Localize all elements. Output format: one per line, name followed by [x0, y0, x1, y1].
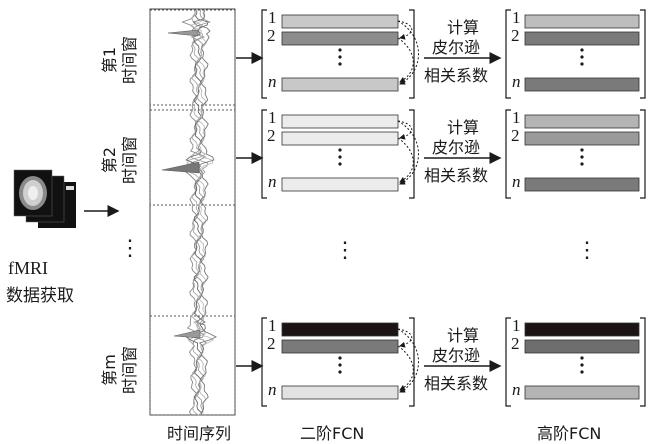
second-order-row-label-1: 1	[268, 108, 277, 127]
timeseries-panel	[149, 8, 236, 416]
pearson-label-mb: 皮尔逊	[432, 346, 481, 365]
pearson-label-1a: 计算	[447, 18, 480, 37]
second-order-bracket-right-w2	[409, 109, 415, 199]
second-order-ellipsis-wm	[338, 356, 342, 374]
high-order-row-label-n: n	[512, 72, 521, 91]
signal-line	[188, 9, 212, 416]
pearson-label-mc: 相关系数	[424, 374, 489, 393]
data-acquisition-label: 数据获取	[6, 286, 74, 306]
second-order-row-label-1: 1	[268, 316, 277, 335]
high-order-row-label-1: 1	[512, 8, 521, 27]
high-order-bracket-left-w1	[505, 9, 511, 99]
second-order-bracket-left-wm	[261, 317, 267, 407]
high-order-row-wm-3	[524, 385, 640, 400]
high-order-bracket-right-wm	[640, 317, 646, 407]
second-order-row-label-n: n	[268, 172, 277, 191]
second-order-row-w2-1	[281, 114, 399, 129]
high-order-row-w1-1	[524, 14, 640, 29]
second-order-row-wm-1	[281, 322, 399, 337]
second-order-bracket-right-w1	[409, 9, 415, 99]
high-order-row-label-2: 2	[511, 126, 520, 145]
fmri-label: fMRI	[8, 258, 48, 278]
high-order-row-w2-3	[524, 177, 640, 192]
signal-spike	[173, 329, 201, 339]
second-order-row-label-n: n	[268, 72, 277, 91]
pearson-label-2c: 相关系数	[424, 166, 489, 185]
high-order-caption: 高阶FCN	[537, 424, 602, 443]
second-order-row-w1-1	[281, 14, 399, 29]
second-order-row-wm-2	[281, 339, 399, 354]
second-order-bracket-left-w1	[261, 9, 267, 99]
ellipsis-high-order: ⋮	[576, 238, 598, 263]
ellipsis-second-order: ⋮	[334, 238, 356, 263]
pearson-label-2b: 皮尔逊	[432, 138, 481, 157]
pearson-label-1c: 相关系数	[424, 66, 489, 85]
second-order-caption: 二阶FCN	[300, 424, 365, 443]
high-order-bracket-left-wm	[505, 317, 511, 407]
high-order-ellipsis-w2	[580, 148, 584, 166]
high-order-row-label-n: n	[512, 172, 521, 191]
second-order-bracket-left-w2	[261, 109, 267, 199]
pearson-label-2a: 计算	[447, 118, 480, 137]
high-order-row-w1-2	[524, 31, 640, 46]
high-order-row-wm-2	[524, 339, 640, 354]
high-order-row-wm-1	[524, 322, 640, 337]
high-order-ellipsis-w1	[580, 48, 584, 66]
pearson-label-1b: 皮尔逊	[432, 38, 481, 57]
second-order-row-label-2: 2	[267, 334, 276, 353]
second-order-row-w2-3	[281, 177, 399, 192]
signal-spike	[161, 161, 200, 174]
high-order-bracket-right-w1	[640, 9, 646, 99]
second-order-row-w2-2	[281, 131, 399, 146]
second-order-bracket-right-wm	[409, 317, 415, 407]
signal-spike	[167, 29, 199, 37]
second-order-ellipsis-w2	[338, 148, 342, 166]
high-order-row-w1-3	[524, 77, 640, 92]
second-order-row-wm-3	[281, 385, 399, 400]
high-order-row-label-n: n	[512, 380, 521, 399]
high-order-row-label-2: 2	[511, 26, 520, 45]
second-order-row-label-2: 2	[267, 26, 276, 45]
second-order-row-w1-2	[281, 31, 399, 46]
high-order-bracket-right-w2	[640, 109, 646, 199]
high-order-row-w2-2	[524, 131, 640, 146]
second-order-row-label-n: n	[268, 380, 277, 399]
second-order-row-w1-3	[281, 77, 399, 92]
high-order-row-w2-1	[524, 114, 640, 129]
high-order-row-label-1: 1	[512, 316, 521, 335]
timeseries-caption: 时间序列	[167, 424, 232, 443]
fmri-brain-icon	[13, 169, 76, 228]
second-order-row-label-1: 1	[268, 8, 277, 27]
correlation-arcs-w1	[397, 20, 419, 85]
high-order-bracket-left-w2	[505, 109, 511, 199]
ellipsis-windows: ⋮	[119, 236, 141, 261]
correlation-arcs-w2	[397, 120, 419, 185]
second-order-ellipsis-w1	[338, 48, 342, 66]
signal-line	[192, 9, 218, 416]
second-order-row-label-2: 2	[267, 126, 276, 145]
high-order-row-label-1: 1	[512, 108, 521, 127]
high-order-ellipsis-wm	[580, 356, 584, 374]
correlation-arcs-wm	[397, 328, 419, 393]
high-order-row-label-2: 2	[511, 334, 520, 353]
pearson-label-ma: 计算	[447, 326, 480, 345]
